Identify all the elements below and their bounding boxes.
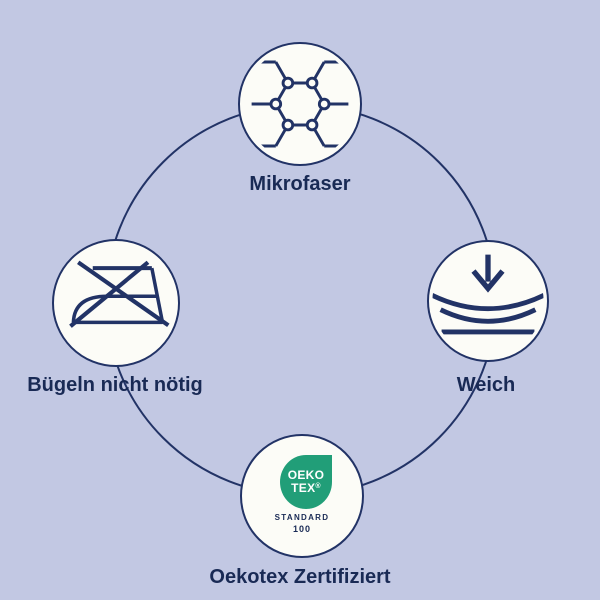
softness-pressure-icon	[432, 254, 544, 335]
no-ironing-icon	[69, 260, 170, 328]
feature-badge-buegeln	[52, 239, 180, 367]
oekotex-brand-top: OEKO	[287, 468, 325, 482]
feature-label-mikrofaser: Mikrofaser	[249, 173, 351, 195]
molecule-icon	[243, 47, 357, 161]
feature-label-buegeln: Bügeln nicht nötig	[27, 374, 203, 396]
oekotex-standard-100-logo: OEKO TEX® STANDARD 100	[242, 436, 362, 556]
feature-label-weich: Weich	[456, 374, 516, 396]
registered-mark: ®	[315, 483, 321, 490]
feature-badge-weich	[427, 240, 549, 362]
oekotex-standard-word: STANDARD	[274, 513, 330, 522]
feature-badge-oekotex: OEKO TEX® STANDARD 100	[240, 434, 364, 558]
feature-label-oekotex: Oekotex Zertifiziert	[209, 566, 391, 588]
oekotex-brand-bottom: TEX®	[291, 481, 321, 495]
feature-badge-mikrofaser	[238, 42, 362, 166]
oekotex-leaf-icon: OEKO TEX®	[280, 455, 332, 509]
oekotex-standard-number: 100	[292, 524, 312, 534]
